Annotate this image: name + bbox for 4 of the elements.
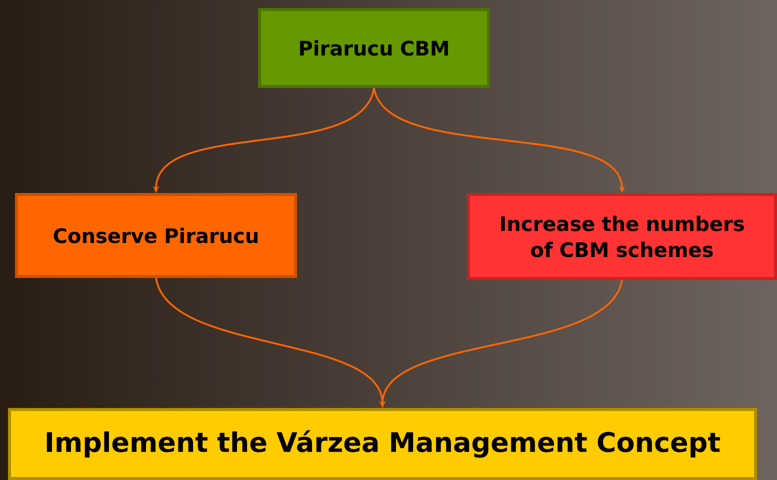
process-box: Implement the Várzea Management Concept: [8, 408, 757, 480]
process-box: Increase the numbers of CBM schemes: [467, 193, 777, 280]
process-box: Conserve Pirarucu: [15, 193, 297, 278]
process-box: Pirarucu CBM: [258, 8, 490, 88]
